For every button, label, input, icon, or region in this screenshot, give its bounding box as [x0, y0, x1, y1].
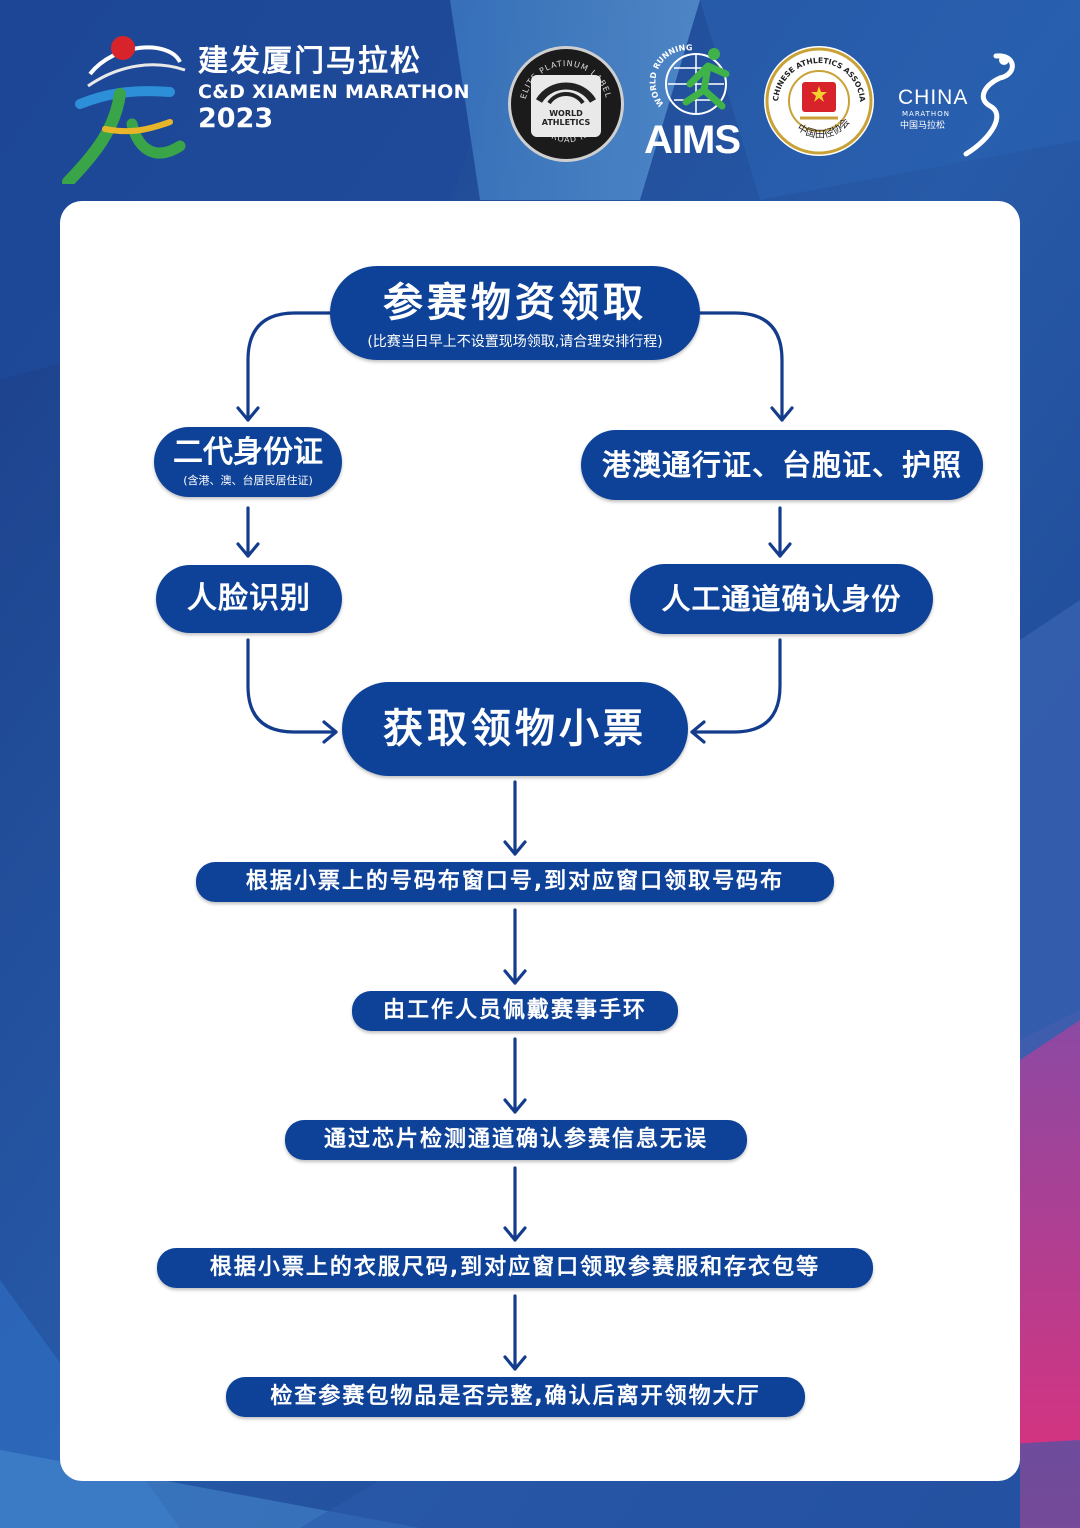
step-chip-check: 通过芯片检测通道确认参赛信息无误 [285, 1120, 747, 1160]
node-travel-permits-title: 港澳通行证、台胞证、护照 [601, 448, 962, 482]
arrow-manual-to-ticket [690, 638, 782, 734]
wa-center-text: WORLD ATHLETICS [541, 109, 591, 127]
header: 建发厦门马拉松 C&D XIAMEN MARATHON 2023 ELITE P… [0, 0, 1080, 200]
china-marathon-word: CHINA [898, 86, 969, 109]
step-chip-check-label: 通过芯片检测通道确认参赛信息无误 [323, 1127, 708, 1152]
runner-icon [682, 48, 730, 110]
node-second-gen-id-title: 二代身份证 [173, 435, 323, 470]
node-get-ticket-title: 获取领物小票 [383, 706, 647, 752]
node-get-ticket: 获取领物小票 [342, 682, 688, 776]
aims-logo: WORLD RUNNING AIMS [634, 43, 750, 162]
node-manual-verification: 人工通道确认身份 [630, 564, 933, 634]
aims-word: AIMS [644, 118, 741, 162]
china-marathon-logo: CHINA MARATHON 中国马拉松 [896, 52, 1026, 162]
step-wristband-label: 由工作人员佩戴赛事手环 [382, 998, 647, 1023]
event-year: 2023 [198, 103, 274, 134]
china-marathon-sub-cn: 中国马拉松 [900, 121, 946, 131]
chinese-athletics-association-logo: CHINESE ATHLETICS ASSOCIATION 中国田径协会 [761, 39, 874, 156]
step-wristband: 由工作人员佩戴赛事手环 [352, 991, 678, 1031]
node-manual-verification-title: 人工通道确认身份 [661, 582, 902, 616]
step-check-kit-label: 检查参赛包物品是否完整,确认后离开领物大厅 [270, 1384, 761, 1409]
node-material-pickup-note: (比赛当日早上不设置现场领取,请合理安排行程) [367, 334, 663, 350]
step-bib-pickup: 根据小票上的号码布窗口号,到对应窗口领取号码布 [196, 862, 834, 902]
world-athletics-emblem-icon: WORLD ATHLETICS [531, 75, 601, 137]
step-shirt-pickup: 根据小票上的衣服尺码,到对应窗口领取参赛服和存衣包等 [157, 1248, 873, 1288]
china-marathon-sub-en: MARATHON [902, 110, 950, 118]
arrow-start-to-left [246, 311, 332, 422]
node-second-gen-id: 二代身份证 (含港、澳、台居民居住证) [154, 427, 342, 497]
step-shirt-pickup-label: 根据小票上的衣服尺码,到对应窗口领取参赛服和存衣包等 [209, 1255, 821, 1280]
event-title-cn: 建发厦门马拉松 [198, 44, 422, 79]
arrow-start-to-right [698, 311, 784, 422]
node-material-pickup-title: 参赛物资领取 [383, 280, 647, 326]
step-bib-pickup-label: 根据小票上的号码布窗口号,到对应窗口领取号码布 [245, 869, 785, 894]
step-check-kit: 检查参赛包物品是否完整,确认后离开领物大厅 [226, 1377, 805, 1417]
node-face-recognition: 人脸识别 [156, 565, 342, 633]
node-face-recognition-title: 人脸识别 [187, 581, 311, 616]
world-athletics-label-badge: ELITE PLATINUM LABEL ROAD RACE 2022 WORL… [508, 46, 624, 162]
event-title-en: C&D XIAMEN MARATHON [198, 81, 470, 103]
xiamen-marathon-logo-icon [62, 36, 186, 184]
node-second-gen-id-note: (含港、澳、台居民居住证) [183, 474, 313, 487]
arrow-face-to-ticket [246, 638, 338, 734]
node-material-pickup: 参赛物资领取 (比赛当日早上不设置现场领取,请合理安排行程) [330, 266, 700, 360]
node-travel-permits: 港澳通行证、台胞证、护照 [581, 430, 983, 500]
